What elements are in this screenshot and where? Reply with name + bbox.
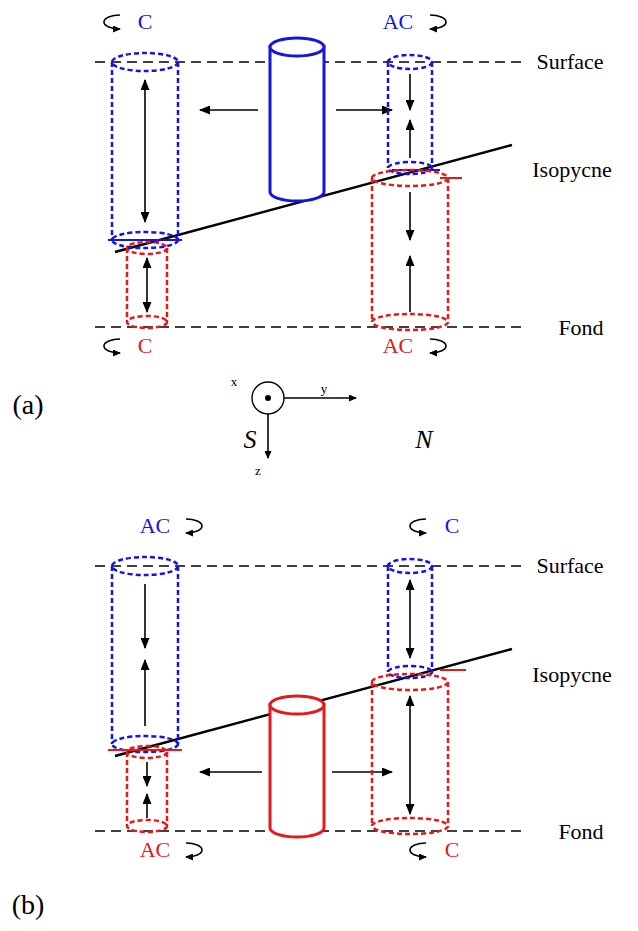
surface-label: Surface [536,555,603,577]
bottom-label: Fond [558,317,603,339]
rotation-label: C [445,839,460,861]
isopycnal-label: Isopycne [532,159,611,181]
axes-symbol [252,382,356,458]
rotation-label: AC [140,839,171,861]
rotation-label: AC [383,11,414,33]
rotation-label: AC [140,515,171,537]
bottom-label: Fond [558,821,603,843]
axis-label: z [255,464,261,477]
left-lower-column [127,242,167,328]
right-upper-column [388,55,440,174]
left-lower-column [108,746,182,832]
panel-a [95,15,525,353]
rotation-arrows [104,15,446,353]
rotation-label: AC [383,335,414,357]
rotation-label: C [138,11,153,33]
rotation-label: C [445,515,460,537]
right-upper-column [388,559,432,678]
rotation-label: C [138,335,153,357]
surface-line [95,565,525,567]
surface-label: Surface [536,51,603,73]
axis-label: x [231,375,238,388]
left-upper-column [108,53,182,248]
panel-b [95,519,525,857]
right-lower-column [372,170,462,330]
direction-label: N [415,427,432,453]
panel-label: (a) [12,391,43,419]
panel-label: (b) [12,891,45,919]
direction-label: S [244,427,257,453]
moving-column [200,696,392,837]
isopycnal-label: Isopycne [532,664,611,686]
rotation-arrows [186,519,426,857]
moving-column [200,38,392,201]
right-lower-column [372,670,466,834]
axis-label: y [321,382,328,395]
left-upper-column [112,557,178,752]
